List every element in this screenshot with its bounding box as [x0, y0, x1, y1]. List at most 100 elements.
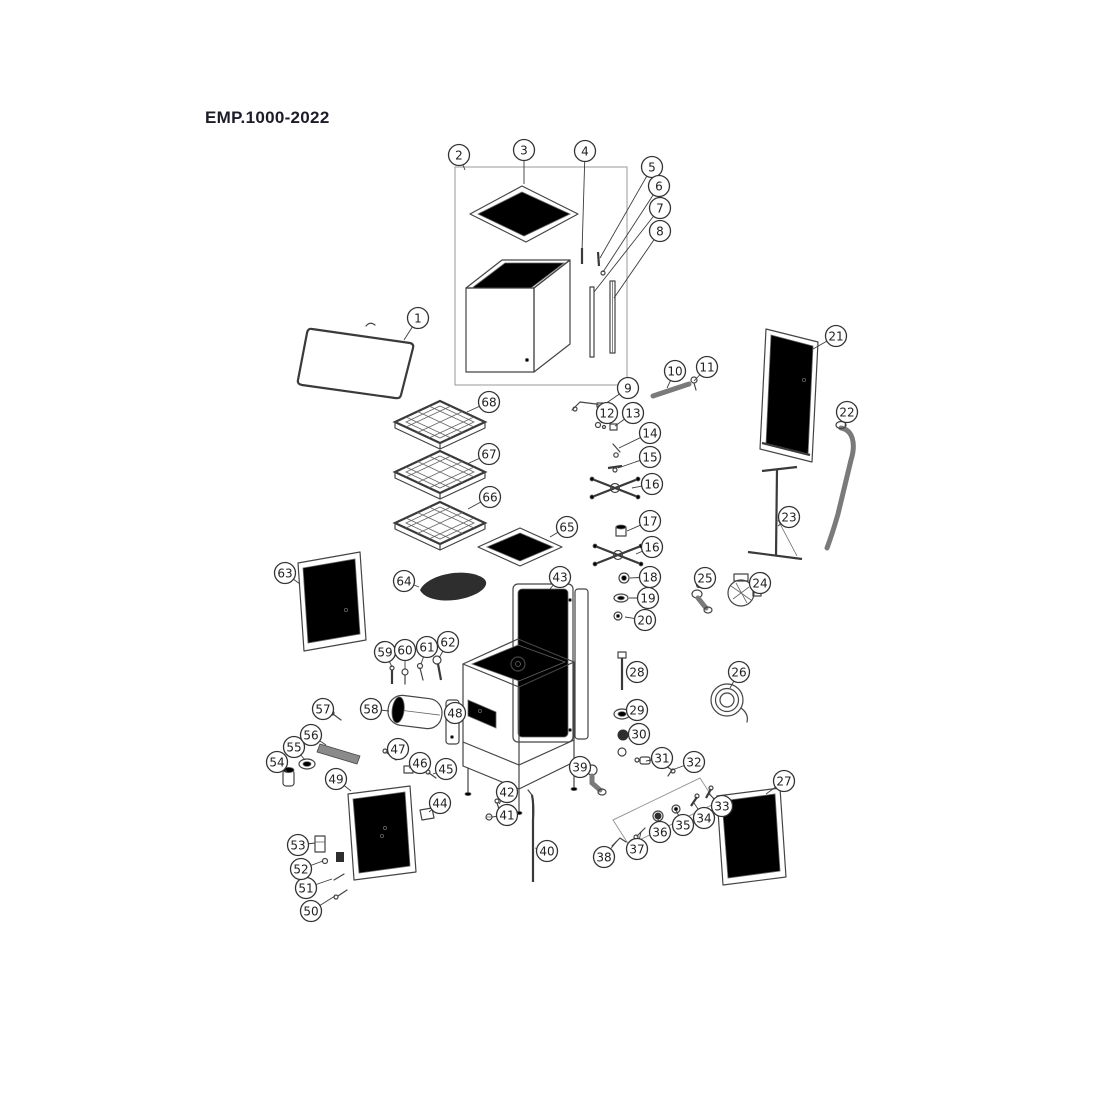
svg-text:31: 31	[654, 751, 669, 765]
callout-45: 45	[434, 757, 458, 781]
svg-text:61: 61	[419, 640, 434, 654]
svg-text:62: 62	[440, 635, 455, 649]
svg-text:28: 28	[629, 665, 644, 679]
callout-61: 61	[415, 635, 439, 659]
callout-4: 4	[573, 139, 597, 163]
svg-text:46: 46	[412, 756, 427, 770]
svg-text:14: 14	[642, 426, 657, 440]
svg-text:51: 51	[298, 881, 313, 895]
callout-13: 13	[621, 401, 645, 425]
part-stand-pipe	[747, 465, 803, 561]
part-frame-chassis	[462, 638, 578, 816]
callout-44: 44	[428, 791, 452, 815]
callout-leader-5	[599, 166, 653, 259]
callout-6: 6	[647, 174, 671, 198]
svg-text:25: 25	[697, 571, 712, 585]
callout-67: 67	[477, 442, 501, 466]
callout-20: 20	[633, 608, 657, 632]
svg-text:48: 48	[447, 706, 462, 720]
svg-text:7: 7	[656, 201, 664, 215]
part-small-fittings-upper	[571, 376, 698, 473]
callout-31: 31	[650, 746, 674, 770]
svg-text:19: 19	[640, 591, 655, 605]
part-boiler-screws	[389, 655, 443, 685]
svg-text:39: 39	[572, 760, 587, 774]
callout-leader-7	[593, 207, 661, 293]
callout-19: 19	[636, 586, 660, 610]
callout-66: 66	[478, 485, 502, 509]
callout-59: 59	[373, 640, 397, 664]
svg-text:42: 42	[499, 785, 514, 799]
svg-text:30: 30	[631, 727, 646, 741]
assembly-box-outline	[454, 166, 628, 386]
part-drain-tube	[824, 420, 856, 551]
callout-47: 47	[386, 737, 410, 761]
callout-52: 52	[289, 857, 313, 881]
part-bearing	[615, 524, 627, 537]
callout-36: 36	[648, 820, 672, 844]
callout-50: 50	[299, 899, 323, 923]
part-door-panel	[347, 785, 417, 881]
callout-42: 42	[495, 780, 519, 804]
svg-text:5: 5	[648, 160, 656, 174]
part-rack-67	[393, 449, 487, 501]
part-tank-body	[465, 259, 571, 373]
svg-text:36: 36	[652, 825, 667, 839]
callout-28: 28	[625, 660, 649, 684]
svg-text:38: 38	[596, 850, 611, 864]
callout-46: 46	[408, 751, 432, 775]
callout-1: 1	[406, 306, 430, 330]
svg-text:2: 2	[455, 148, 463, 162]
callout-9: 9	[616, 376, 640, 400]
callout-11: 11	[695, 355, 719, 379]
svg-text:43: 43	[552, 570, 567, 584]
svg-text:9: 9	[624, 381, 632, 395]
svg-text:22: 22	[839, 405, 854, 419]
part-rings	[613, 572, 630, 621]
callout-55: 55	[282, 735, 306, 759]
svg-text:59: 59	[377, 645, 392, 659]
svg-text:33: 33	[714, 799, 729, 813]
callout-leader-6	[602, 185, 660, 273]
part-pins	[580, 248, 606, 276]
part-side-panel-left	[297, 551, 367, 652]
svg-text:15: 15	[642, 450, 657, 464]
callout-65: 65	[555, 515, 579, 539]
callout-15: 15	[638, 445, 662, 469]
callout-10: 10	[663, 359, 687, 383]
callout-63: 63	[273, 561, 297, 585]
callout-23: 23	[777, 505, 801, 529]
svg-text:40: 40	[539, 844, 554, 858]
part-spray-arm-lower	[592, 543, 644, 567]
callout-2: 2	[447, 143, 471, 167]
callout-34: 34	[692, 806, 716, 830]
svg-text:64: 64	[396, 574, 411, 588]
svg-text:67: 67	[481, 447, 496, 461]
svg-text:56: 56	[303, 728, 318, 742]
callout-leader-4	[581, 150, 586, 253]
callout-29: 29	[625, 698, 649, 722]
svg-text:49: 49	[328, 772, 343, 786]
svg-text:12: 12	[599, 406, 614, 420]
callout-32: 32	[682, 750, 706, 774]
svg-text:50: 50	[303, 904, 318, 918]
svg-text:16: 16	[644, 540, 659, 554]
callout-37: 37	[625, 837, 649, 861]
svg-text:32: 32	[686, 755, 701, 769]
svg-text:55: 55	[286, 740, 301, 754]
svg-text:54: 54	[269, 755, 284, 769]
callout-22: 22	[835, 400, 859, 424]
callout-60: 60	[393, 638, 417, 662]
callout-30: 30	[627, 722, 651, 746]
part-slide-rail	[296, 322, 415, 400]
callout-5: 5	[640, 155, 664, 179]
svg-text:29: 29	[629, 703, 644, 717]
callout-8: 8	[648, 219, 672, 243]
callout-58: 58	[359, 697, 383, 721]
svg-text:20: 20	[637, 613, 652, 627]
svg-text:65: 65	[559, 520, 574, 534]
svg-text:41: 41	[499, 808, 514, 822]
